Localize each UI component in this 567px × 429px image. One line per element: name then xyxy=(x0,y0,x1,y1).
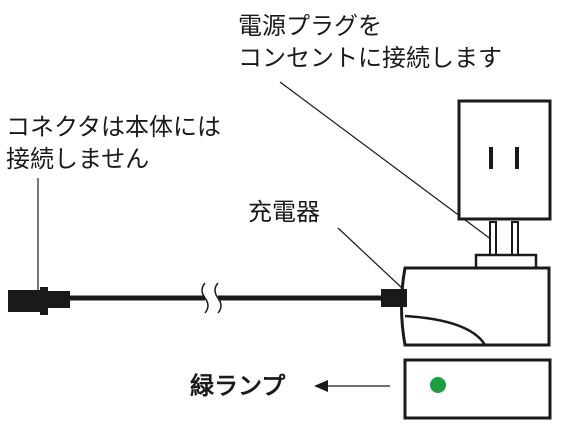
wall-outlet xyxy=(457,99,552,221)
charger-body xyxy=(400,253,551,347)
green-lamp-indicator xyxy=(430,377,446,393)
plug-prongs xyxy=(489,221,519,257)
connector-grip xyxy=(48,291,70,308)
cable-break-mark-left xyxy=(201,282,209,314)
prong-left xyxy=(489,221,497,257)
charger-leader-line xyxy=(337,227,403,289)
outlet-slot-left xyxy=(489,147,493,169)
plug-base xyxy=(474,253,538,270)
plug-instruction-label: 電源プラグを コンセントに接続します xyxy=(238,10,502,74)
plug-instruction-line-1: 電源プラグを xyxy=(238,12,382,40)
charger-housing xyxy=(400,266,551,347)
connector-tip xyxy=(8,290,40,312)
plug-instruction-line-2: コンセントに接続します xyxy=(238,44,502,72)
outlet-plate xyxy=(457,99,552,221)
plug-leader-line xyxy=(279,81,493,241)
connector xyxy=(8,287,70,315)
connector-ring xyxy=(40,287,48,315)
connector-note-label: コネクタは本体には 接続しません xyxy=(6,111,221,175)
cable xyxy=(70,282,407,314)
cable-break-mark-right xyxy=(214,282,222,314)
lamp-arrow-head xyxy=(314,380,328,392)
charger-label: 充電器 xyxy=(248,198,320,226)
connector-note-line-1: コネクタは本体には xyxy=(6,113,222,141)
charger-housing-curve xyxy=(404,314,487,346)
green-lamp-label: 緑ランプ xyxy=(190,372,286,400)
lamp-panel-box xyxy=(403,358,552,420)
leader-lines xyxy=(37,81,493,292)
lamp-arrow xyxy=(314,380,390,392)
lamp-panel xyxy=(403,358,552,420)
outlet-slot-right xyxy=(515,147,519,169)
connector-note-line-2: 接続しません xyxy=(6,145,150,173)
prong-right xyxy=(511,221,519,257)
cable-strain-relief xyxy=(381,289,407,307)
